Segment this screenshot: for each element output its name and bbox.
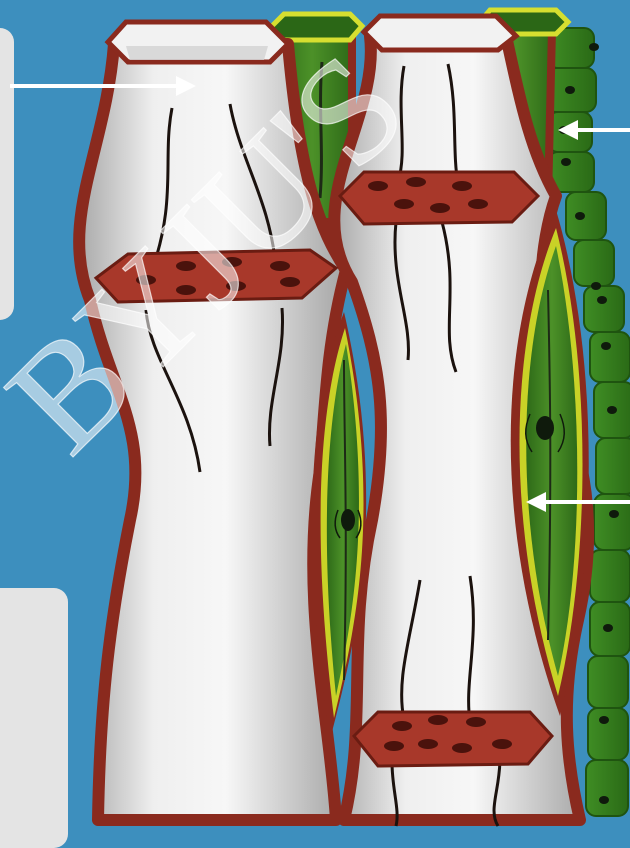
phloem-diagram: BYJU'S (0, 0, 630, 830)
sieve-plate-bottom-right (354, 712, 552, 766)
nucleus-icon (341, 509, 355, 531)
nucleus-icon (536, 416, 554, 440)
